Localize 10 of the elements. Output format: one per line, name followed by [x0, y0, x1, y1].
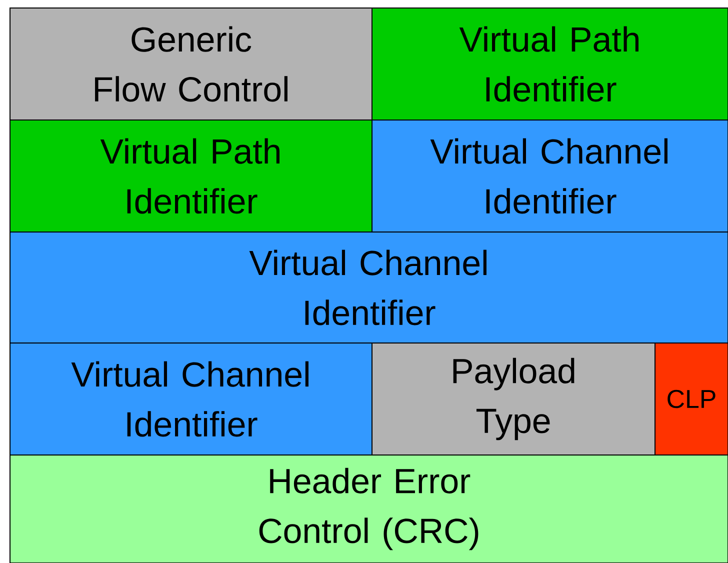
field-box: Virtual Path Identifier: [372, 8, 728, 120]
field-box: Generic Flow Control: [10, 8, 372, 120]
field-box: Virtual Path Identifier: [10, 120, 372, 232]
field-box: Virtual Channel Identifier: [10, 342, 372, 456]
node-label: Virtual Channel Identifier: [249, 250, 486, 326]
field-box: Payload Type: [372, 342, 656, 456]
node-label: Virtual Channel Identifier: [430, 138, 668, 214]
field-box: CLP: [654, 342, 728, 456]
field-box: Header Error Control (CRC): [10, 454, 728, 563]
field-box: Virtual Channel Identifier: [372, 120, 728, 232]
